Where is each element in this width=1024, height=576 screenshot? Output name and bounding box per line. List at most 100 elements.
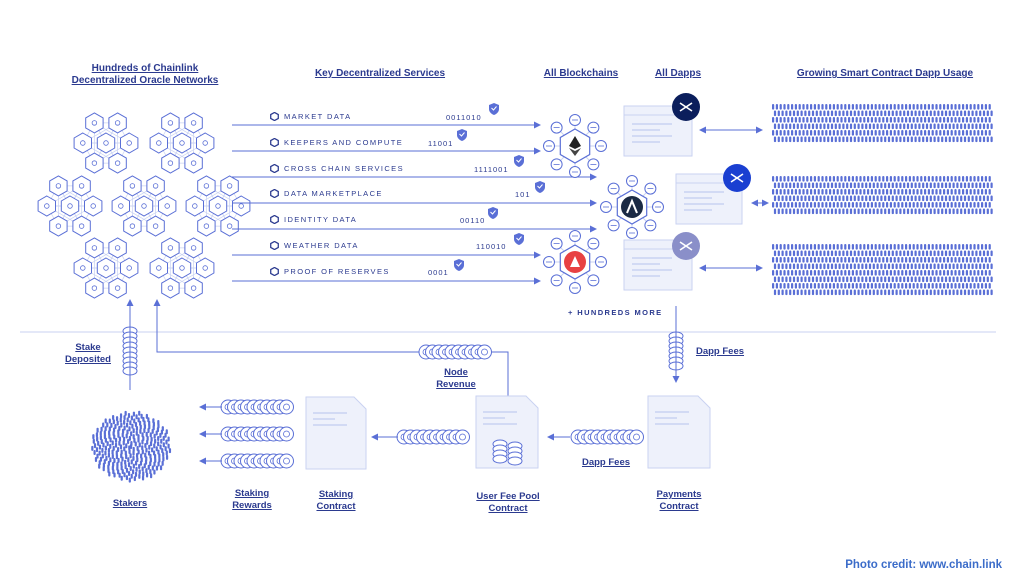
person-figure [889, 117, 892, 123]
staker-figure [132, 446, 135, 452]
person-figure [975, 276, 978, 283]
person-figure [802, 202, 805, 208]
person-figure [806, 189, 809, 195]
staker-figure [128, 426, 131, 432]
person-figure [971, 208, 974, 215]
person-figure [965, 189, 968, 195]
person-figure [855, 104, 858, 110]
staker-figure [153, 433, 156, 439]
person-figure [887, 195, 891, 202]
staker-figure [93, 449, 96, 455]
staking-rewards-line2: Rewards [232, 500, 272, 511]
person-figure [967, 182, 970, 189]
person-figure [943, 270, 946, 276]
staker-figure [133, 476, 136, 482]
person-figure [773, 136, 777, 143]
staker-figure [123, 415, 126, 421]
coin-inner [283, 430, 290, 438]
person-figure [823, 136, 826, 143]
node-dot [80, 140, 86, 146]
person-figure [808, 110, 811, 117]
person-figure [956, 182, 959, 189]
staker-figure [108, 426, 111, 432]
service-market-data: MARKET DATA [270, 112, 352, 121]
person-figure [791, 244, 794, 250]
person-figure [927, 176, 930, 182]
node-hexagon [120, 257, 139, 279]
staker-figure [143, 428, 146, 434]
node-dot [126, 140, 132, 146]
person-figure [773, 182, 777, 189]
person-figure [977, 104, 980, 110]
person-figure [901, 130, 904, 136]
person-figure [878, 117, 881, 123]
person-figure [986, 110, 989, 117]
person-figure [791, 104, 794, 110]
person-figure [986, 208, 989, 215]
node-hexagon [197, 175, 216, 197]
person-figure [884, 276, 887, 283]
person-figure [846, 208, 849, 215]
hexagon-icon [270, 189, 279, 198]
person-figure [867, 176, 870, 182]
staker-figure [119, 413, 123, 419]
person-figure [830, 208, 834, 215]
staker-figure [125, 443, 128, 449]
person-figure [941, 136, 944, 143]
person-figure [893, 130, 896, 136]
staker-figure [101, 453, 104, 459]
person-figure [886, 257, 889, 263]
person-figure [802, 117, 805, 123]
person-figure [937, 110, 940, 117]
person-figure [773, 195, 777, 202]
person-figure [806, 270, 809, 276]
person-figure [832, 257, 835, 263]
node-dot [190, 160, 197, 166]
person-figure [874, 202, 877, 208]
person-figure [903, 123, 906, 130]
person-figure [981, 244, 984, 250]
person-figure [927, 130, 930, 136]
staker-figure [139, 460, 143, 466]
person-figure [815, 276, 818, 283]
person-figure [792, 195, 796, 202]
person-figure [958, 104, 961, 110]
person-figure [840, 202, 843, 208]
avalanche-chain-node [543, 230, 607, 294]
person-figure [813, 270, 816, 276]
person-figure [785, 289, 788, 296]
person-figure [990, 110, 993, 117]
staker-figure [162, 452, 165, 458]
person-figure [874, 189, 877, 195]
person-figure [772, 283, 775, 289]
person-figure [967, 289, 970, 296]
person-figure [781, 182, 784, 189]
staker-figure [137, 434, 140, 440]
person-figure [899, 289, 902, 296]
person-figure [901, 104, 904, 110]
person-figure [821, 189, 824, 195]
person-figure [855, 117, 858, 123]
person-figure [979, 276, 982, 283]
person-figure [918, 182, 921, 189]
staker-figure [149, 441, 153, 447]
person-figure [857, 289, 860, 296]
photo-credit: Photo credit: www.chain.link [845, 559, 1002, 571]
arbitrum-chain-node [600, 175, 664, 239]
person-figure [804, 123, 807, 130]
person-figure [922, 208, 925, 215]
person-figure [950, 202, 953, 208]
person-figure [967, 136, 970, 143]
arbitrum-mark [626, 198, 638, 214]
person-figure [834, 123, 837, 130]
person-figure [882, 176, 885, 182]
person-figure [787, 189, 790, 195]
person-figure [791, 117, 794, 123]
person-figure [916, 189, 919, 195]
person-figure [914, 110, 917, 117]
hexagon-icon [270, 215, 279, 224]
person-figure [897, 189, 900, 195]
person-figure [825, 270, 828, 276]
person-figure [798, 130, 801, 136]
person-figure [851, 130, 854, 136]
